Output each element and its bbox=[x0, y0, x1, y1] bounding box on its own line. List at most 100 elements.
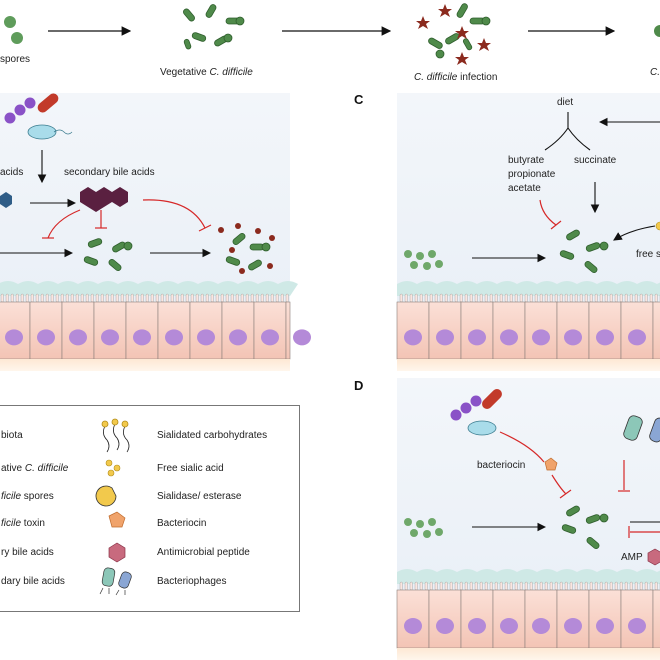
microvillus bbox=[534, 293, 538, 303]
microvillus bbox=[449, 293, 453, 303]
microvillus bbox=[564, 581, 568, 591]
cell-nucleus bbox=[596, 329, 614, 346]
cdiff-cluster-d bbox=[561, 505, 609, 549]
label-propionate: propionate bbox=[508, 169, 556, 180]
mucus-layer bbox=[397, 569, 660, 584]
microvillus bbox=[604, 293, 608, 303]
microvillus bbox=[569, 581, 573, 591]
microvillus bbox=[524, 581, 528, 591]
cell-nucleus bbox=[197, 329, 215, 346]
cell-nucleus bbox=[5, 329, 23, 346]
spores-cluster bbox=[4, 16, 23, 44]
microvillus bbox=[115, 293, 119, 303]
epithelial-cell bbox=[285, 301, 291, 360]
microvillus bbox=[170, 293, 174, 303]
microvillus bbox=[434, 581, 438, 591]
microvillus bbox=[70, 293, 74, 303]
microvillus bbox=[654, 581, 658, 591]
cell-nucleus bbox=[532, 329, 550, 346]
bacteriocin-shape-d bbox=[544, 457, 558, 471]
free-sialic-acid-icon bbox=[105, 459, 121, 477]
microvillus bbox=[464, 581, 468, 591]
microvillus bbox=[260, 293, 264, 303]
legend-item-amp: Antimicrobial peptide bbox=[157, 547, 250, 558]
vegetative-cdiff-cluster bbox=[183, 4, 245, 50]
microvillus bbox=[584, 293, 588, 303]
antimicrobial-peptide-icon bbox=[108, 542, 126, 563]
microvillus bbox=[619, 293, 623, 303]
inhibit-scfa-bar bbox=[550, 220, 562, 230]
cell-nucleus bbox=[468, 617, 486, 634]
microvillus bbox=[15, 293, 19, 303]
microvillus bbox=[634, 293, 638, 303]
cell-nucleus bbox=[564, 329, 582, 346]
cell-nucleus bbox=[596, 617, 614, 634]
label-primary-bile-acids: acids bbox=[0, 167, 24, 178]
microvillus bbox=[559, 581, 563, 591]
inhibit-bar-1 bbox=[559, 489, 572, 499]
microvillus bbox=[629, 293, 633, 303]
microvillus bbox=[489, 581, 493, 591]
microvillus bbox=[180, 293, 184, 303]
microvillus bbox=[474, 293, 478, 303]
legend: biota ative C. difficile ficile spores f… bbox=[0, 405, 300, 612]
mucus-layer bbox=[397, 281, 660, 296]
microvillus bbox=[579, 581, 583, 591]
microvillus bbox=[439, 581, 443, 591]
label-secondary-bile-acids: secondary bile acids bbox=[64, 167, 155, 178]
microvillus bbox=[504, 293, 508, 303]
microvillus bbox=[529, 293, 533, 303]
cell-nucleus bbox=[69, 329, 87, 346]
microvillus bbox=[105, 293, 109, 303]
diet-split-lines bbox=[544, 112, 591, 151]
epithelial-cell bbox=[492, 301, 526, 360]
microvillus bbox=[155, 293, 159, 303]
microvillus bbox=[414, 581, 418, 591]
label-acetate: acetate bbox=[508, 183, 541, 194]
cell-nucleus bbox=[500, 329, 518, 346]
microvillus bbox=[439, 293, 443, 303]
microvillus bbox=[454, 581, 458, 591]
microvillus bbox=[60, 293, 64, 303]
microvillus bbox=[75, 293, 79, 303]
epithelium-c bbox=[396, 281, 660, 371]
basement-layer bbox=[0, 359, 290, 371]
microvillus bbox=[494, 293, 498, 303]
microvillus bbox=[120, 293, 124, 303]
cell-nucleus bbox=[101, 329, 119, 346]
microvillus bbox=[255, 293, 259, 303]
microvillus bbox=[599, 581, 603, 591]
microvillus bbox=[434, 293, 438, 303]
primary-bile-acid-shape bbox=[0, 192, 12, 208]
mucus-layer bbox=[0, 281, 298, 296]
infection-cluster-b bbox=[218, 223, 275, 274]
microvillus bbox=[135, 293, 139, 303]
microvillus bbox=[240, 293, 244, 303]
microvillus bbox=[5, 293, 9, 303]
microvillus bbox=[514, 581, 518, 591]
microvillus bbox=[40, 293, 44, 303]
microvillus bbox=[459, 293, 463, 303]
microvillus bbox=[634, 581, 638, 591]
secondary-bile-acid-chain bbox=[80, 187, 128, 212]
legend-item-bacteriophages: Bacteriophages bbox=[157, 576, 227, 587]
microvillus bbox=[205, 293, 209, 303]
microvillus bbox=[479, 293, 483, 303]
microvillus bbox=[444, 581, 448, 591]
label-free-sialic-partial: free s bbox=[636, 249, 660, 260]
microvillus bbox=[544, 293, 548, 303]
microvillus bbox=[649, 581, 653, 591]
microvillus bbox=[419, 581, 423, 591]
microvillus bbox=[554, 581, 558, 591]
microvillus bbox=[639, 581, 643, 591]
cell-nucleus bbox=[564, 617, 582, 634]
legend-icons bbox=[95, 418, 132, 596]
microvillus bbox=[609, 293, 613, 303]
amp-shape-d bbox=[647, 548, 660, 566]
microvillus bbox=[140, 293, 144, 303]
microvillus bbox=[609, 581, 613, 591]
microvillus bbox=[125, 293, 129, 303]
cell-nucleus bbox=[293, 329, 311, 346]
microvillus bbox=[110, 293, 114, 303]
microvillus bbox=[499, 293, 503, 303]
